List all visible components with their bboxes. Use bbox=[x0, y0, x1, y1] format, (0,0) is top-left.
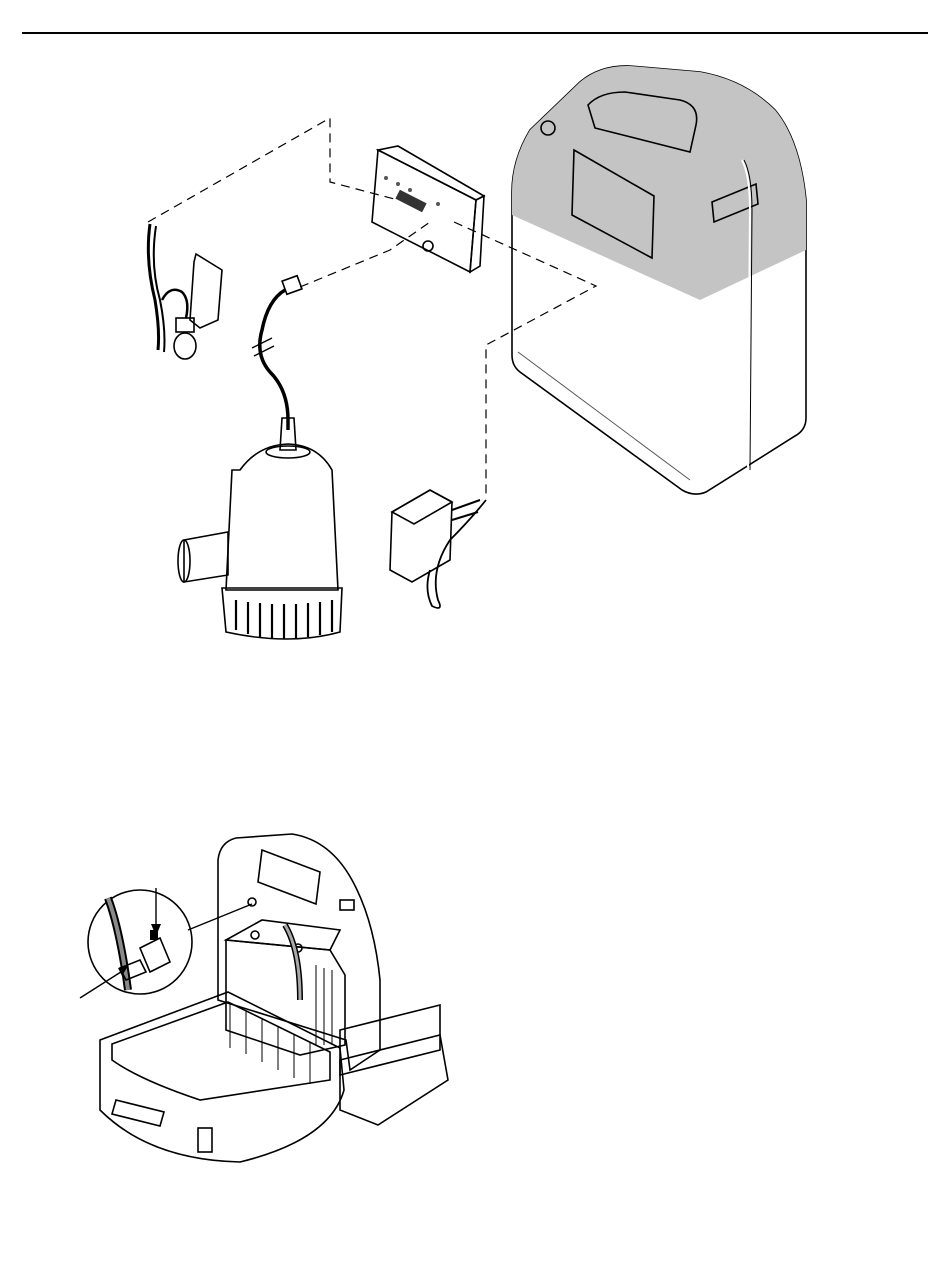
mounting-bracket bbox=[190, 254, 222, 328]
leader-arrows bbox=[80, 888, 161, 998]
pump-power-cord bbox=[252, 276, 302, 430]
battery-case bbox=[512, 66, 806, 494]
controller bbox=[372, 146, 484, 272]
ac-adapter bbox=[390, 490, 486, 608]
terminal-negative-mark: – bbox=[173, 931, 180, 945]
open-battery-case-lid bbox=[218, 834, 380, 1070]
bilge-pump bbox=[178, 418, 342, 639]
support-blocks bbox=[340, 1005, 448, 1125]
open-battery-case-base bbox=[100, 992, 344, 1162]
float-switch bbox=[148, 224, 196, 359]
battery bbox=[226, 920, 345, 1055]
figure-exploded-assembly bbox=[0, 0, 950, 700]
terminal-detail-callout bbox=[88, 890, 256, 994]
